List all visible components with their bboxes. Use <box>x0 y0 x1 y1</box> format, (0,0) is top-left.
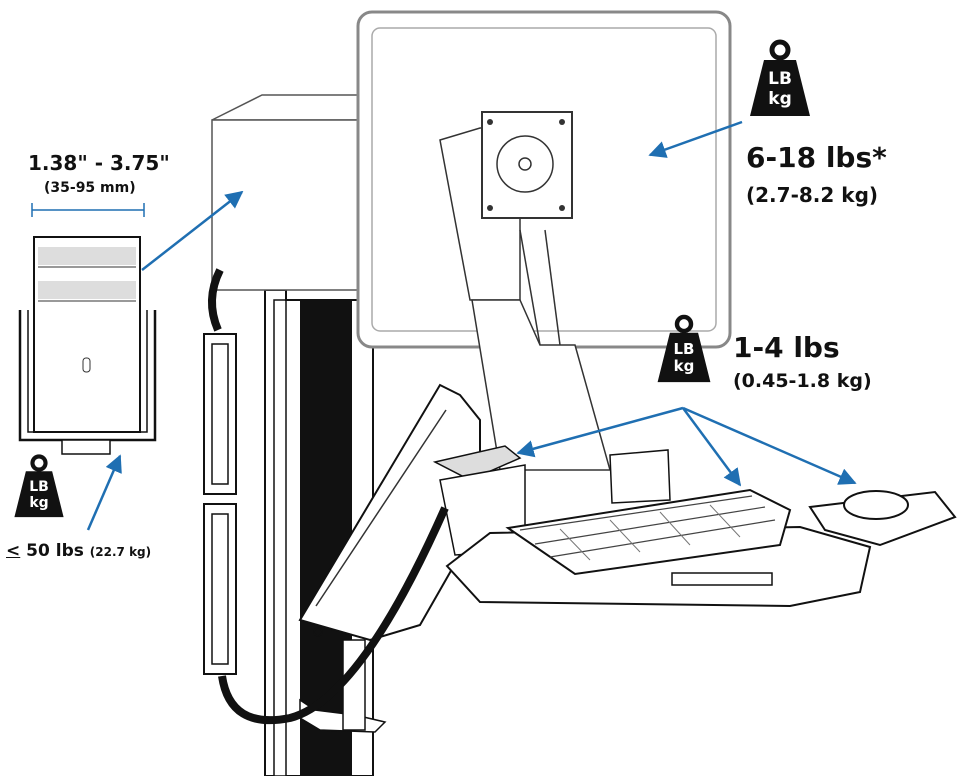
cpu-capacity: 50 lbs <box>26 541 84 561</box>
weight-icon-unit-kg: kg <box>29 495 48 511</box>
weight-icon-unit-lb: LB <box>768 69 792 89</box>
keyboard-capacity: 1-4 lbs <box>733 331 840 364</box>
keyboard-arm <box>298 383 526 733</box>
weight-icon-unit-lb: LB <box>29 479 49 495</box>
cpu-capacity-prefix: < <box>6 541 21 561</box>
weight-icon-keyboard: LB kg <box>658 317 711 382</box>
cpu-capacity-label: < 50 lbs (22.7 kg) <box>6 541 151 561</box>
cpu-holder <box>18 203 157 455</box>
weight-icon-unit-kg: kg <box>768 89 791 109</box>
keyboard-capacity-metric: (0.45-1.8 kg) <box>733 370 872 392</box>
cpu-width-range-metric: (35-95 mm) <box>44 180 136 196</box>
monitor-capacity-metric: (2.7-8.2 kg) <box>746 183 879 207</box>
monitor-capacity: 6-18 lbs* <box>746 141 887 174</box>
keyboard-tray <box>445 449 957 608</box>
weight-icon-cpu: LB kg <box>14 456 63 517</box>
monitor-mount <box>439 111 573 301</box>
cpu-width-range: 1.38" - 3.75" <box>28 151 170 175</box>
cable-management <box>203 268 449 725</box>
callout-arrows <box>86 120 857 531</box>
weight-icon-unit-lb: LB <box>674 340 695 358</box>
weight-icon-monitor: LB kg <box>750 42 810 116</box>
weight-icon-unit-kg: kg <box>674 357 695 375</box>
cpu-capacity-metric: (22.7 kg) <box>89 545 152 559</box>
